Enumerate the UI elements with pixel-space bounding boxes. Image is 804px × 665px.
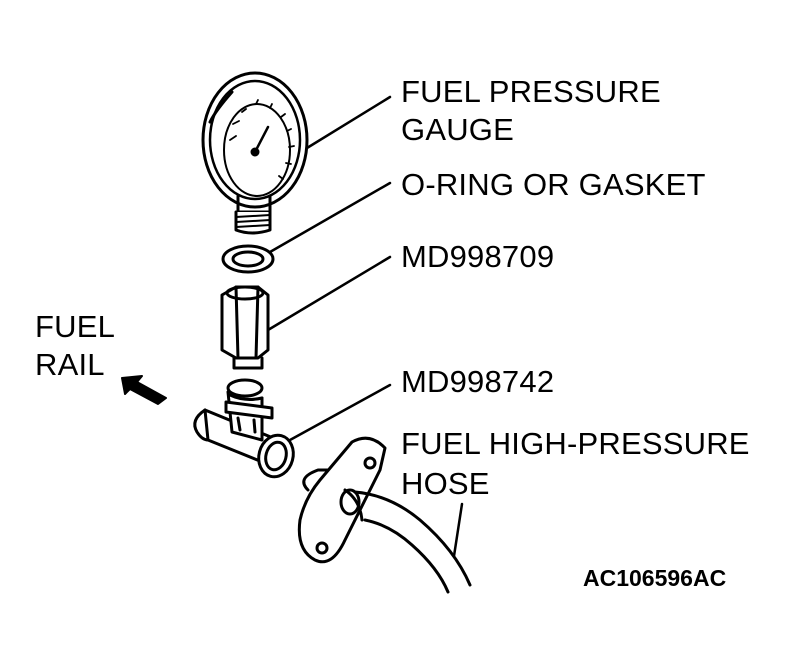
fuel-pressure-gauge xyxy=(201,71,309,235)
leader-lines xyxy=(266,95,464,558)
label-fuel-pressure-gauge-line2: GAUGE xyxy=(401,112,514,147)
label-fuel-pressure-gauge-line1: FUEL PRESSURE xyxy=(401,74,661,109)
fuel-rail-arrow xyxy=(121,375,167,405)
tee-md998742 xyxy=(193,378,295,479)
figure-code: AC106596AC xyxy=(583,565,727,591)
fuel-high-pressure-hose xyxy=(297,436,472,594)
label-fuel-hose-line1: FUEL HIGH-PRESSURE xyxy=(401,426,750,461)
label-fuel-rail-line1: FUEL xyxy=(35,309,116,344)
label-fuel-hose-line2: HOSE xyxy=(401,466,490,501)
label-fuel-rail-line2: RAIL xyxy=(35,347,105,382)
label-md998709: MD998709 xyxy=(401,239,555,274)
label-md998742: MD998742 xyxy=(401,364,555,399)
adapter-md998709 xyxy=(220,285,270,370)
label-o-ring: O-RING OR GASKET xyxy=(401,167,706,202)
o-ring xyxy=(221,244,275,274)
